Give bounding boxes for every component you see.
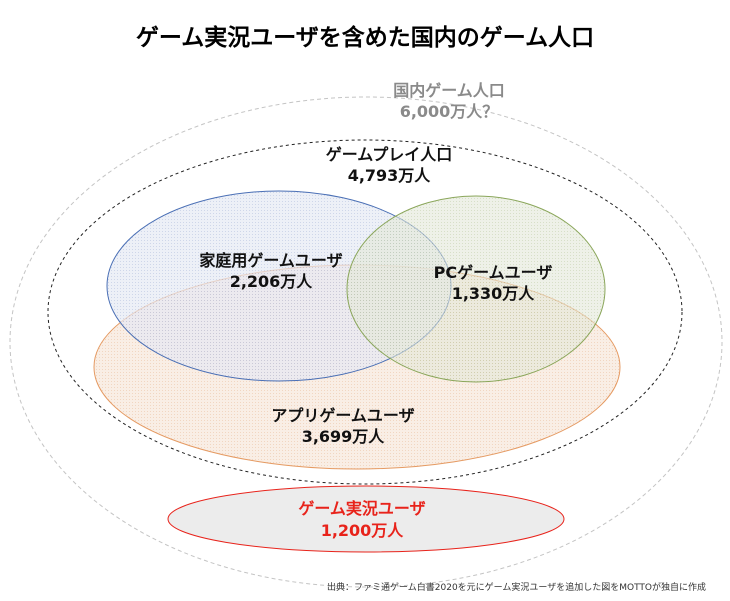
domestic-value: 6,000万人？: [400, 102, 499, 121]
pc-users-ellipse: [346, 195, 606, 383]
console-value: 2,206万人: [230, 272, 314, 291]
console-label: 家庭用ゲームユーザ: [199, 251, 342, 270]
pc-label: PCゲームユーザ: [434, 263, 553, 282]
pc-value: 1,330万人: [452, 284, 536, 303]
play-label: ゲームプレイ人口: [326, 145, 453, 164]
stream-value: 1,200万人: [321, 521, 405, 540]
play-value: 4,793万人: [348, 166, 432, 185]
app-label: アプリゲームユーザ: [271, 406, 414, 425]
source-note: 出典：ファミ通ゲーム白書2020を元にゲーム実況ユーザを追加した図をMOTTOが…: [327, 581, 706, 593]
play-population-ellipse: [47, 139, 683, 485]
domestic-label: 国内ゲーム人口: [393, 81, 505, 100]
diagram-title: ゲーム実況ユーザを含めた国内のゲーム人口: [136, 24, 594, 51]
stream-label: ゲーム実況ユーザ: [298, 499, 425, 518]
stream-users-ellipse: [167, 485, 565, 553]
app-value: 3,699万人: [302, 427, 386, 446]
domestic-population-ellipse: [9, 96, 723, 588]
